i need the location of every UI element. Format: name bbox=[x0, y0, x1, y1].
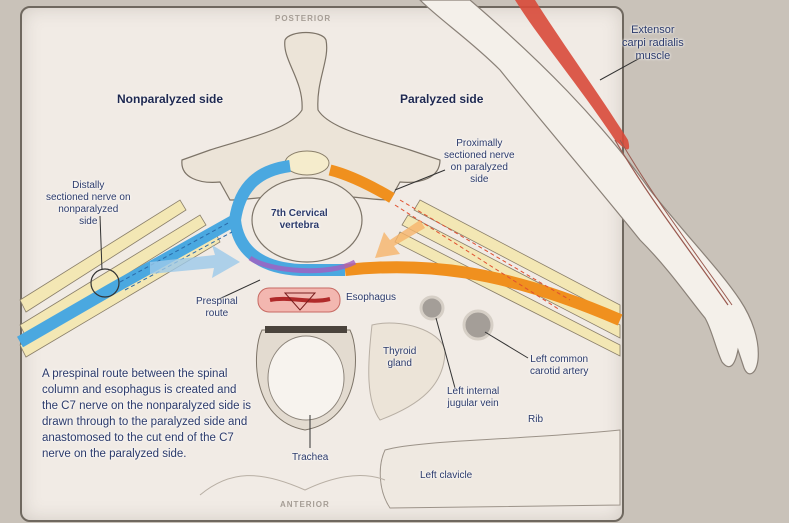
left-internal-jugular-vein bbox=[419, 295, 445, 321]
anterior-label: ANTERIOR bbox=[280, 500, 330, 509]
proximal-nerve-stump bbox=[328, 164, 395, 203]
thyroid-gland bbox=[368, 322, 446, 421]
extensor-muscle-label: Extensor carpi radialis muscle bbox=[622, 24, 684, 62]
paralyzed-side-label: Paralyzed side bbox=[400, 92, 484, 106]
distal-nerve-label: Distally sectioned nerve on nonparalyzed… bbox=[46, 180, 131, 227]
vertebral-body bbox=[251, 177, 363, 263]
orange-direction-arrow bbox=[375, 220, 425, 258]
left-clavicle bbox=[379, 429, 621, 509]
nonparalyzed-side-label: Nonparalyzed side bbox=[117, 92, 224, 106]
left-common-carotid-artery bbox=[462, 309, 494, 341]
thyroid-gland-label: Thyroid gland bbox=[383, 346, 417, 369]
extensor-leader bbox=[599, 57, 641, 81]
proximal-nerve-label: Proximally sectioned nerve on paralyzed … bbox=[444, 138, 515, 185]
spinal-cord bbox=[284, 150, 330, 176]
vertebra-label: 7th Cervical vertebra bbox=[271, 208, 328, 231]
clavicle-label: Left clavicle bbox=[420, 470, 473, 481]
distal-stump-marker bbox=[90, 268, 120, 298]
arm bbox=[419, 0, 759, 375]
carotid-artery-label: Left common carotid artery bbox=[530, 354, 589, 377]
esophagus-label: Esophagus bbox=[346, 292, 397, 303]
trachea-label: Trachea bbox=[292, 452, 329, 463]
extensor-tendon bbox=[614, 139, 729, 306]
jugular-vein-label: Left internal jugular vein bbox=[447, 386, 500, 409]
procedure-caption: A prespinal route between the spinal col… bbox=[42, 368, 252, 460]
prespinal-route bbox=[248, 255, 357, 274]
anterior-contour bbox=[199, 474, 386, 496]
prespinal-route-label: Prespinal route bbox=[196, 296, 238, 319]
posterior-label: POSTERIOR bbox=[275, 14, 332, 23]
recipient-c7-nerve bbox=[344, 261, 623, 326]
extensor-carpi-radialis-muscle bbox=[515, 0, 630, 150]
rib-label: Rib bbox=[528, 414, 544, 425]
blue-direction-arrow bbox=[150, 245, 240, 278]
